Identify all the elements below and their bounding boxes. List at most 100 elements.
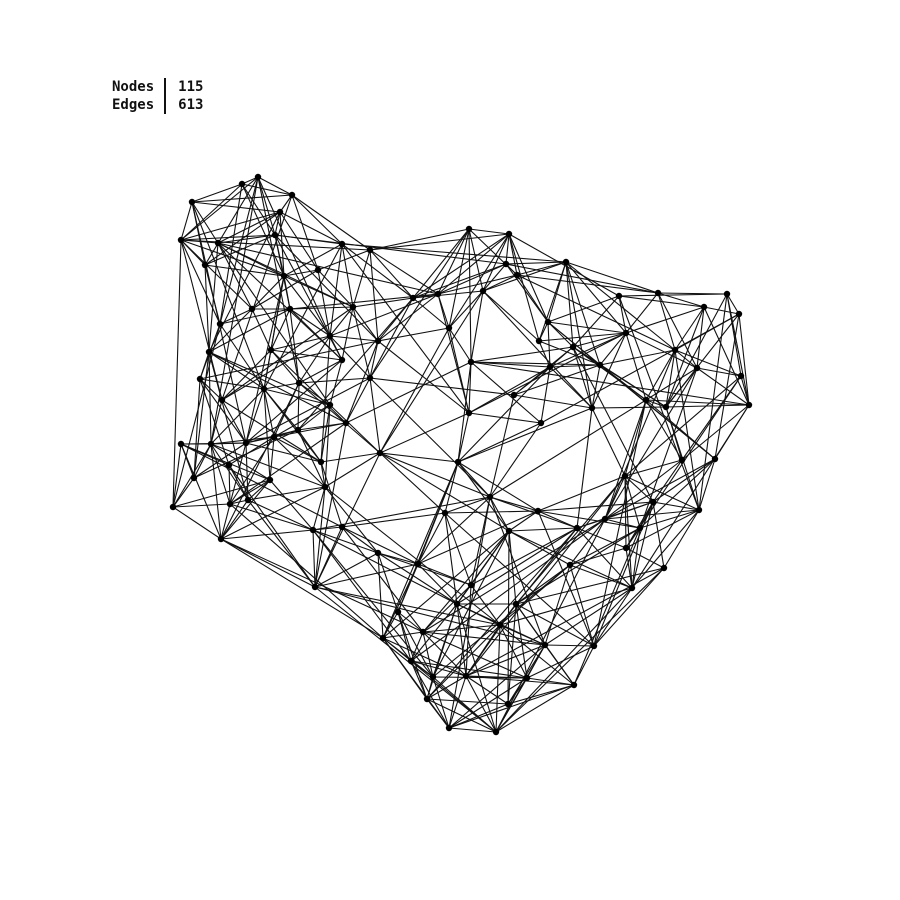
graph-edge: [645, 399, 683, 461]
graph-edge: [345, 361, 472, 424]
graph-edge: [537, 510, 595, 647]
graph-edge: [437, 293, 470, 414]
graph-edge: [422, 631, 467, 677]
graph-edge: [508, 233, 518, 276]
graph-edge: [544, 587, 633, 646]
graph-edge: [329, 335, 379, 342]
graph-edge: [204, 264, 285, 277]
graph-edge: [470, 584, 501, 626]
graph-edge: [341, 243, 414, 299]
nodes-label: Nodes: [112, 79, 155, 95]
graph-node: [311, 583, 319, 591]
graph-edge: [618, 295, 705, 308]
graph-edge: [482, 290, 540, 342]
graph-edge: [591, 364, 601, 409]
graph-node: [218, 396, 226, 404]
graph-node: [177, 236, 185, 244]
graph-node: [309, 526, 317, 534]
graph-edge: [379, 452, 491, 498]
graph-edge: [444, 510, 539, 514]
graph-edge: [270, 349, 347, 424]
graph-node: [342, 419, 350, 427]
graph-edge: [172, 239, 182, 508]
graph-edge: [489, 394, 515, 498]
graph-edge: [489, 496, 510, 532]
graph-edge: [324, 404, 331, 488]
graph-edge: [298, 359, 343, 384]
graph-edge: [624, 399, 647, 477]
graph-edge: [547, 295, 620, 323]
graph-edge: [297, 382, 300, 431]
graph-node: [169, 503, 177, 511]
graph-edge: [257, 176, 300, 384]
graph-edge: [657, 292, 676, 351]
graph-edge: [698, 458, 716, 511]
graph-edge: [257, 176, 276, 236]
graph-edge: [599, 364, 647, 401]
graph-edge: [538, 321, 549, 342]
graph-edge: [289, 308, 300, 384]
graph-node: [596, 361, 604, 369]
graph-edge: [208, 351, 265, 390]
graph-edge: [208, 351, 249, 501]
graph-edge: [645, 399, 667, 408]
graph-node: [544, 318, 552, 326]
graph-edge: [417, 512, 446, 565]
graph-edge: [410, 660, 450, 729]
graph-edge: [618, 293, 728, 297]
graph-edge: [457, 366, 551, 463]
graph-edge: [657, 292, 698, 369]
graph-node: [622, 544, 630, 552]
graph-node: [242, 439, 250, 447]
graph-edge: [241, 183, 276, 236]
graph-edge: [221, 399, 322, 463]
graph-edge: [604, 501, 654, 520]
graph-edge: [180, 239, 253, 310]
graph-node: [276, 208, 284, 216]
graph-edge: [297, 404, 331, 431]
graph-edge: [410, 660, 467, 677]
graph-edge: [221, 194, 293, 401]
graph-node: [570, 681, 578, 689]
graph-edge: [245, 275, 285, 444]
graph-edge: [291, 194, 319, 271]
graph-edge: [329, 243, 343, 337]
graph-edge: [625, 527, 641, 549]
graph-edge: [645, 399, 716, 460]
graph-node: [523, 674, 531, 682]
graph-edge: [508, 530, 517, 605]
graph-edge: [537, 475, 626, 512]
graph-edge: [210, 443, 326, 488]
graph-edge: [314, 586, 497, 733]
graph-edge: [516, 274, 676, 351]
graph-edge: [297, 297, 414, 431]
graph-edge: [180, 183, 243, 241]
graph-edge: [422, 631, 546, 646]
graph-edge: [569, 564, 633, 589]
graph-edge: [573, 527, 641, 686]
graph-edge: [572, 346, 601, 366]
graph-edge: [221, 306, 354, 401]
graph-edge: [417, 496, 491, 565]
graph-node: [374, 549, 382, 557]
graph-node: [244, 496, 252, 504]
graph-edge: [448, 327, 472, 363]
graph-edge: [270, 335, 331, 351]
graph-edge: [324, 486, 501, 626]
graph-edge: [329, 293, 439, 337]
graph-edge: [379, 452, 510, 532]
graph-edge: [674, 306, 705, 351]
graph-edge: [470, 361, 542, 424]
graph-edge: [448, 644, 546, 729]
graph-edge: [573, 645, 595, 686]
graph-edge: [228, 464, 316, 588]
graph-edge: [172, 503, 231, 508]
graph-edge: [457, 461, 539, 512]
graph-edge: [274, 234, 343, 361]
graph-edge: [312, 529, 458, 605]
graph-edge: [341, 526, 419, 565]
graph-edge: [703, 306, 750, 406]
graph-edge: [505, 263, 659, 294]
graph-edge: [569, 547, 627, 566]
graph-edge: [516, 261, 567, 276]
